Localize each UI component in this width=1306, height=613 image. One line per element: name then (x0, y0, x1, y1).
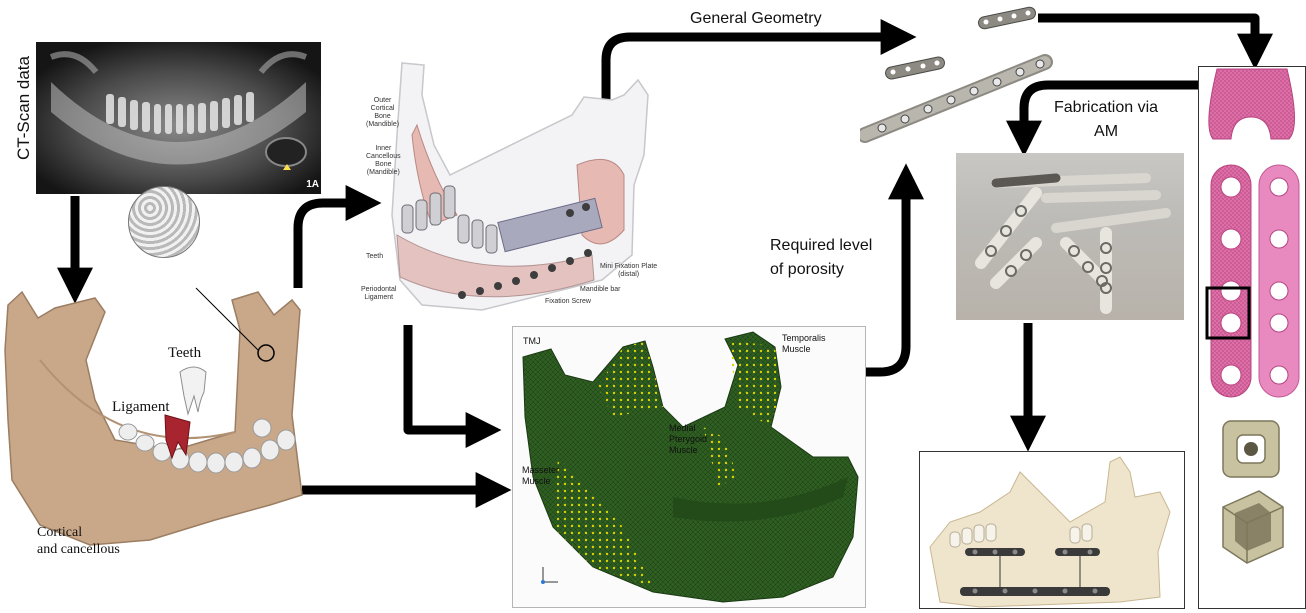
cancellous-texture-inset (128, 186, 200, 258)
plate-geometries (860, 0, 1060, 150)
fabricated-plates-photo (956, 153, 1184, 320)
tooth-shape (180, 367, 206, 414)
lattice-designs (1199, 67, 1305, 608)
tmj-label: TMJ (523, 336, 541, 346)
model-teeth-label: Teeth (366, 253, 383, 261)
arrow-model-to-fem (408, 325, 480, 430)
mini-plate-label: Mini Fixation Plate(distal) (600, 263, 657, 279)
implanted-mandible (920, 452, 1184, 608)
fem-mesh (513, 327, 865, 607)
implanted-mandible-frame (919, 451, 1185, 609)
mandible-bar-label: Mandible bar (580, 286, 620, 294)
fabrication-label: Fabrication via AM (1054, 96, 1158, 144)
arrow-plates-to-design (1038, 18, 1255, 48)
fem-model-frame (512, 326, 866, 608)
cortical-label: Cortical and cancellous (37, 524, 120, 558)
ligament-label: Ligament (112, 399, 169, 416)
required-porosity-label: Required level of porosity (770, 234, 872, 282)
lattice-unit-cell-2 (1223, 491, 1283, 563)
fabricated-plates (956, 153, 1184, 320)
general-geometry-label: General Geometry (690, 10, 822, 28)
lattice-unit-cell-1 (1223, 421, 1279, 477)
teeth-label: Teeth (168, 345, 201, 362)
design-panel (1198, 66, 1306, 609)
fixation-screw-label: Fixation Screw (545, 298, 591, 306)
